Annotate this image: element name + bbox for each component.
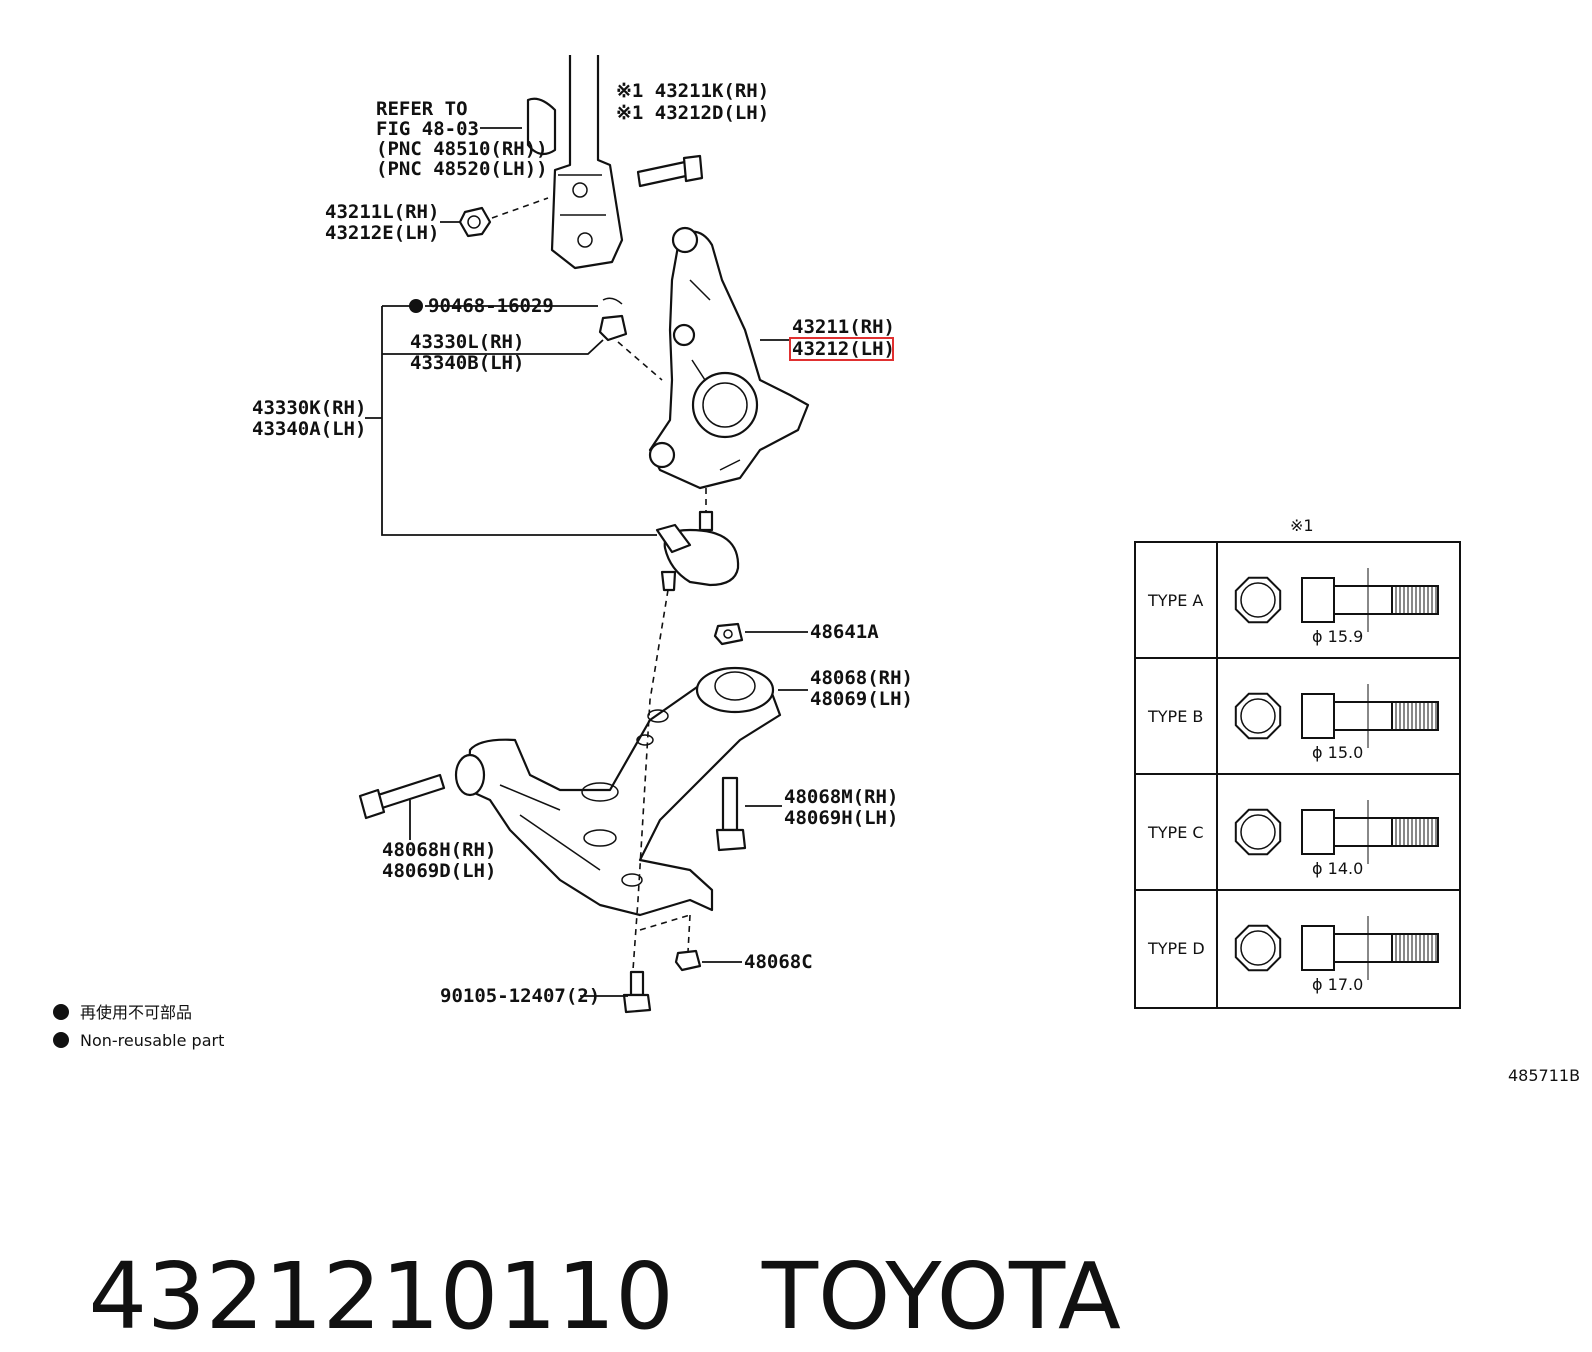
legend-en: Non-reusable part — [80, 1031, 224, 1050]
bolt-head-ring-icon — [1240, 698, 1276, 734]
bolt-48068h-icon — [358, 773, 446, 820]
legend-dot-icon — [53, 1004, 69, 1020]
bolt-flange-icon — [1301, 925, 1335, 971]
bolt-flange-icon — [1301, 577, 1335, 623]
label-nut-lh: 43212E(LH) — [325, 222, 439, 244]
bolt-shank-icon — [1333, 585, 1393, 615]
bolt-head-ring-icon — [1240, 582, 1276, 618]
bolt-shank-icon — [1333, 933, 1393, 963]
cotter-pin-icon — [602, 297, 623, 305]
label-bolt-90105: 90105-12407(2) — [440, 985, 600, 1007]
table-header: ※1 — [1290, 516, 1314, 535]
strut-bolt-icon — [636, 154, 704, 188]
label-cotter-pin: 90468-16029 — [428, 295, 554, 317]
footer: 4321210110 TOYOTA — [30, 1132, 1122, 1350]
type-label: TYPE A — [1147, 591, 1203, 610]
strut-illustration — [526, 55, 624, 270]
figure-id: 485711B — [1508, 1066, 1580, 1085]
nut-48641a-icon — [713, 622, 744, 646]
legend-jp: 再使用不可部品 — [80, 1003, 192, 1022]
refer-note-line4: (PNC 48520(LH)) — [376, 158, 548, 180]
type-label: TYPE B — [1147, 707, 1203, 726]
diameter-label: ϕ 17.0 — [1312, 975, 1363, 994]
bolt-shank-icon — [1333, 817, 1393, 847]
type-label: TYPE D — [1147, 939, 1205, 958]
non-reusable-dot-icon — [409, 299, 423, 313]
refer-note-line2: FIG 48-03 — [376, 118, 479, 140]
label-bolt-lh: ※1 43212D(LH) — [616, 102, 769, 124]
bolt-head-ring-icon — [1240, 930, 1276, 966]
bolt-head-top-icon — [1234, 692, 1282, 740]
brand-name: TOYOTA — [761, 1243, 1121, 1350]
label-bolt-m-lh: 48069H(LH) — [784, 807, 898, 829]
label-bolt-h-lh: 48069D(LH) — [382, 860, 496, 882]
label-nut-48641a: 48641A — [810, 621, 879, 643]
label-knuckle-lh: 43212(LH) — [792, 338, 895, 360]
bolt-48068m-icon — [715, 776, 747, 852]
bolt-flange-icon — [1301, 693, 1335, 739]
refer-note-line3: (PNC 48510(RH)) — [376, 138, 548, 160]
label-castle-nut-rh: 43330L(RH) — [410, 331, 524, 353]
refer-note-line1: REFER TO — [376, 98, 468, 120]
diameter-label: ϕ 15.0 — [1312, 743, 1363, 762]
nut-48068c-icon — [674, 949, 702, 972]
steering-knuckle-illustration — [648, 226, 810, 490]
label-ball-joint-rh: 43330K(RH) — [252, 397, 366, 419]
label-bolt-m-rh: 48068M(RH) — [784, 786, 898, 808]
bolt-head-top-icon — [1234, 924, 1282, 972]
label-bushing-rh: 48068(RH) — [810, 667, 913, 689]
bolt-flange-icon — [1301, 809, 1335, 855]
bolt-head-ring-icon — [1240, 814, 1276, 850]
bolt-thread-icon — [1391, 933, 1439, 963]
bolt-thread-icon — [1391, 585, 1439, 615]
bolt-thread-icon — [1391, 817, 1439, 847]
part-number: 4321210110 — [88, 1243, 674, 1350]
bolt-type-table: ※1 — [1134, 516, 1461, 1009]
bolt-90105-icon — [622, 970, 652, 1014]
label-nut-rh: 43211L(RH) — [325, 201, 439, 223]
diameter-label: ϕ 14.0 — [1312, 859, 1363, 878]
label-bolt-h-rh: 48068H(RH) — [382, 839, 496, 861]
diagram-canvas: REFER TO FIG 48-03 (PNC 48510(RH)) (PNC … — [53, 55, 1580, 1085]
legend-dot-icon — [53, 1032, 69, 1048]
bolt-head-top-icon — [1234, 576, 1282, 624]
ball-joint-illustration — [655, 510, 740, 592]
diameter-label: ϕ 15.9 — [1312, 627, 1363, 646]
leader-lines — [365, 127, 808, 997]
label-castle-nut-lh: 43340B(LH) — [410, 352, 524, 374]
castle-nut-icon — [598, 314, 628, 342]
label-bushing-lh: 48069(LH) — [810, 688, 913, 710]
type-label: TYPE C — [1147, 823, 1204, 842]
bolt-head-top-icon — [1234, 808, 1282, 856]
label-nut-48068c: 48068C — [744, 951, 813, 973]
parts-diagram: REFER TO FIG 48-03 (PNC 48510(RH)) (PNC … — [53, 55, 1580, 1085]
bolt-shank-icon — [1333, 701, 1393, 731]
strut-nut-icon — [458, 206, 492, 238]
label-bolt-rh: ※1 43211K(RH) — [616, 80, 769, 102]
label-knuckle-rh: 43211(RH) — [792, 316, 895, 338]
lower-control-arm-illustration — [454, 666, 782, 917]
label-ball-joint-lh: 43340A(LH) — [252, 418, 366, 440]
bolt-thread-icon — [1391, 701, 1439, 731]
highlight-box — [789, 337, 894, 361]
